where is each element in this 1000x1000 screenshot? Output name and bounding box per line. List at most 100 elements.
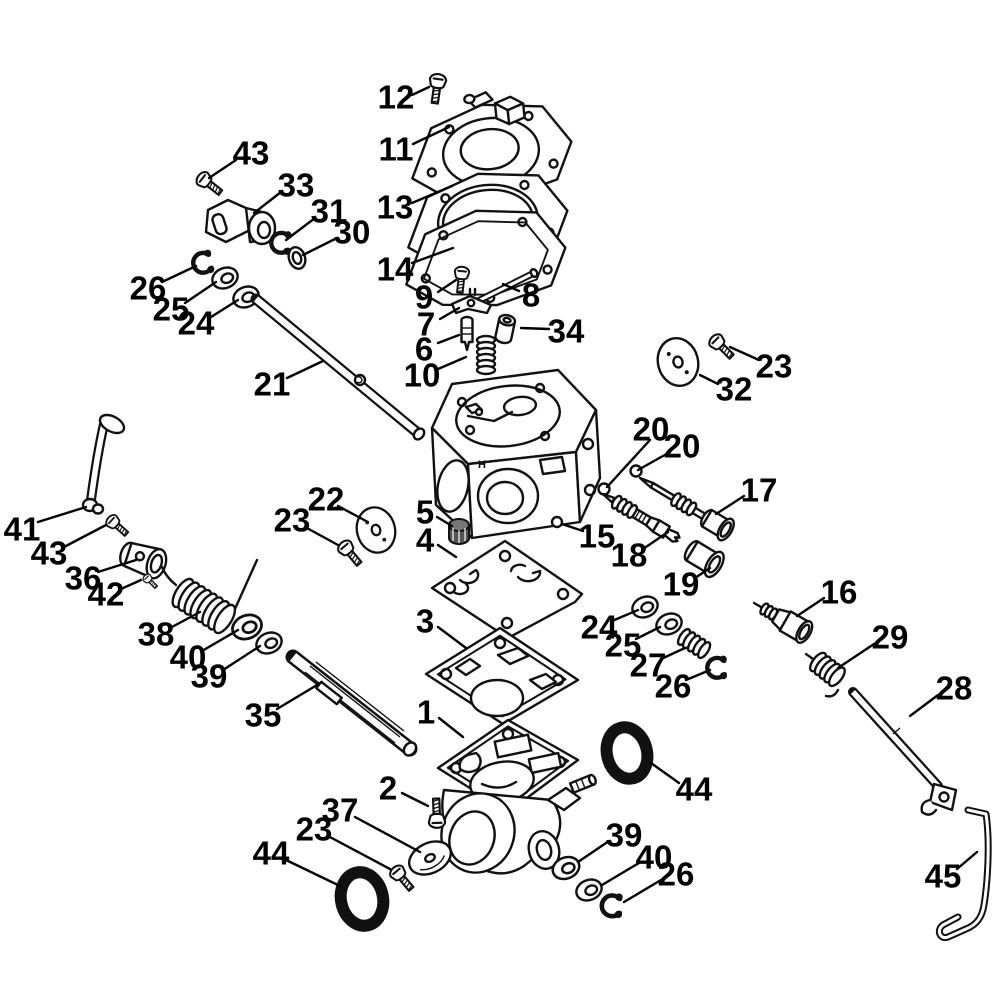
leader-line-5	[435, 515, 454, 528]
callout-42: 42	[88, 576, 125, 613]
callout-38: 38	[138, 616, 175, 653]
leader-line-18	[641, 530, 670, 551]
leader-line-36	[96, 558, 138, 574]
callout-3: 3	[416, 603, 434, 640]
leader-line-27	[659, 646, 687, 661]
leader-line-20	[605, 438, 652, 489]
callout-26: 26	[655, 668, 692, 705]
leader-line-33	[252, 190, 283, 215]
leader-line-31	[284, 216, 317, 242]
callout-17: 17	[741, 472, 778, 509]
leader-line-26	[160, 264, 198, 284]
leader-line-2	[400, 791, 430, 808]
leader-line-10	[436, 355, 468, 371]
callout-12: 12	[378, 79, 415, 116]
callout-25: 25	[153, 291, 190, 328]
throttle-shaft-21	[250, 293, 426, 441]
callout-30: 30	[334, 214, 371, 251]
choke-shaft-35	[285, 649, 418, 757]
callout-43: 43	[233, 135, 270, 172]
leader-line-20	[636, 450, 672, 472]
leader-line-13	[410, 184, 454, 205]
leader-line-43	[62, 523, 108, 549]
callout-14: 14	[377, 251, 414, 288]
spring-38	[160, 558, 259, 635]
callout-5: 5	[416, 494, 434, 531]
leader-line-25	[634, 625, 662, 641]
leader-line-40	[200, 628, 240, 653]
leader-line-39	[576, 839, 611, 864]
oring-20-b	[629, 464, 643, 478]
leader-line-34	[519, 326, 551, 331]
callout-7: 7	[417, 306, 435, 343]
leader-line-43	[207, 158, 238, 180]
callout-1: 1	[417, 694, 435, 731]
leader-line-35	[275, 680, 324, 711]
leader-line-22	[336, 504, 368, 523]
leader-line-17	[714, 494, 746, 516]
pivot-pin-8	[474, 267, 539, 305]
callout-25: 25	[605, 627, 642, 664]
leader-line-3	[436, 625, 468, 650]
metering-lever-7	[450, 287, 493, 315]
callout-27: 27	[630, 647, 667, 684]
choke-rod-41	[81, 413, 126, 515]
inlet-needle-6	[460, 315, 474, 352]
callout-33: 33	[278, 167, 315, 204]
leader-line-29	[836, 642, 876, 670]
leader-line-11	[411, 125, 451, 146]
carburetor-body: H	[430, 368, 602, 540]
callout-20: 20	[633, 411, 670, 448]
callout-29: 29	[872, 619, 909, 656]
adjustment-screw-17	[638, 476, 735, 542]
callout-23: 23	[296, 811, 333, 848]
callout-22: 22	[308, 481, 345, 518]
callout-36: 36	[65, 560, 102, 597]
leader-line-37	[353, 815, 422, 854]
leader-line-4	[436, 543, 458, 559]
wire-link-45	[935, 806, 992, 941]
lever-33	[204, 198, 277, 246]
leader-line-44	[284, 858, 342, 888]
nipple-34	[494, 313, 517, 345]
spring-10	[475, 334, 497, 376]
oring-44-right	[600, 721, 654, 785]
leader-line-21	[285, 359, 325, 380]
callout-37: 37	[322, 792, 359, 829]
callout-39: 39	[606, 817, 643, 854]
leader-line-41	[36, 505, 88, 524]
leader-line-26	[684, 668, 712, 682]
callout-43: 43	[31, 535, 68, 572]
body-marking: H	[478, 459, 486, 471]
leader-line-12	[410, 85, 431, 97]
spring-27	[676, 627, 712, 660]
callout-35: 35	[245, 697, 282, 734]
callout-26: 26	[658, 856, 695, 893]
callout-19: 19	[663, 566, 700, 603]
callout-11: 11	[379, 131, 414, 168]
callout-31: 31	[311, 193, 348, 230]
callout-20: 20	[664, 428, 701, 465]
callout-23: 23	[756, 348, 793, 385]
spring-29	[804, 651, 846, 698]
leader-line-19	[693, 566, 712, 580]
leader-line-23	[326, 834, 392, 871]
leader-line-24	[209, 298, 240, 319]
ball-15	[550, 515, 564, 529]
callout-21: 21	[254, 366, 291, 403]
leader-line-6	[436, 333, 461, 345]
callout-13: 13	[377, 189, 414, 226]
callout-34: 34	[548, 313, 585, 350]
knob-19	[683, 540, 725, 579]
knob-screw-16	[752, 601, 814, 645]
pump-gasket-3	[424, 626, 580, 726]
leader-line-42	[119, 578, 143, 591]
leader-line-28	[908, 693, 940, 718]
leader-line-1	[437, 716, 465, 739]
leader-line-40	[600, 861, 641, 887]
leader-line-24	[610, 608, 640, 623]
callout-9: 9	[415, 279, 433, 316]
callout-26: 26	[130, 270, 167, 307]
leader-line-7	[438, 306, 461, 321]
callout-28: 28	[936, 670, 973, 707]
